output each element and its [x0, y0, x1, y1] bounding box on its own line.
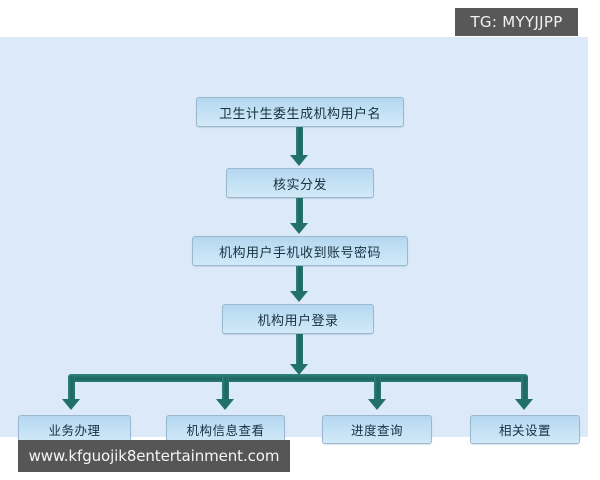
branch-bus-bar [68, 374, 528, 382]
flow-node-label: 机构用户手机收到账号密码 [218, 245, 381, 261]
site-watermark-label: www.kfguojik8entertainment.com [28, 447, 280, 465]
flow-node-step-1[interactable]: 卫生计生委生成机构用户名 [196, 97, 404, 127]
tg-watermark-badge: TG: MYYJJPP [455, 8, 578, 36]
flow-node-label: 进度查询 [350, 423, 403, 438]
flow-node-branch-2[interactable]: 机构信息查看 [166, 415, 285, 444]
site-watermark-badge: www.kfguojik8entertainment.com [18, 440, 290, 472]
flow-node-label: 核实分发 [272, 177, 327, 193]
tg-watermark-label: TG: MYYJJPP [470, 13, 563, 31]
flow-node-branch-3[interactable]: 进度查询 [322, 415, 432, 444]
flow-node-label: 卫生计生委生成机构用户名 [218, 106, 381, 122]
flow-node-label: 相关设置 [498, 423, 551, 438]
flow-node-label: 机构用户登录 [257, 313, 339, 329]
flow-node-branch-1[interactable]: 业务办理 [18, 415, 131, 444]
flow-node-label: 业务办理 [48, 423, 101, 438]
flow-node-branch-4[interactable]: 相关设置 [470, 415, 580, 444]
flow-node-step-2[interactable]: 核实分发 [226, 168, 374, 198]
flowchart-canvas: 卫生计生委生成机构用户名 核实分发 机构用户手机收到账号密码 机构用户登录 [0, 37, 588, 444]
flow-node-label: 机构信息查看 [186, 423, 265, 438]
flow-node-step-4[interactable]: 机构用户登录 [222, 304, 374, 334]
flow-node-step-3[interactable]: 机构用户手机收到账号密码 [192, 236, 408, 266]
